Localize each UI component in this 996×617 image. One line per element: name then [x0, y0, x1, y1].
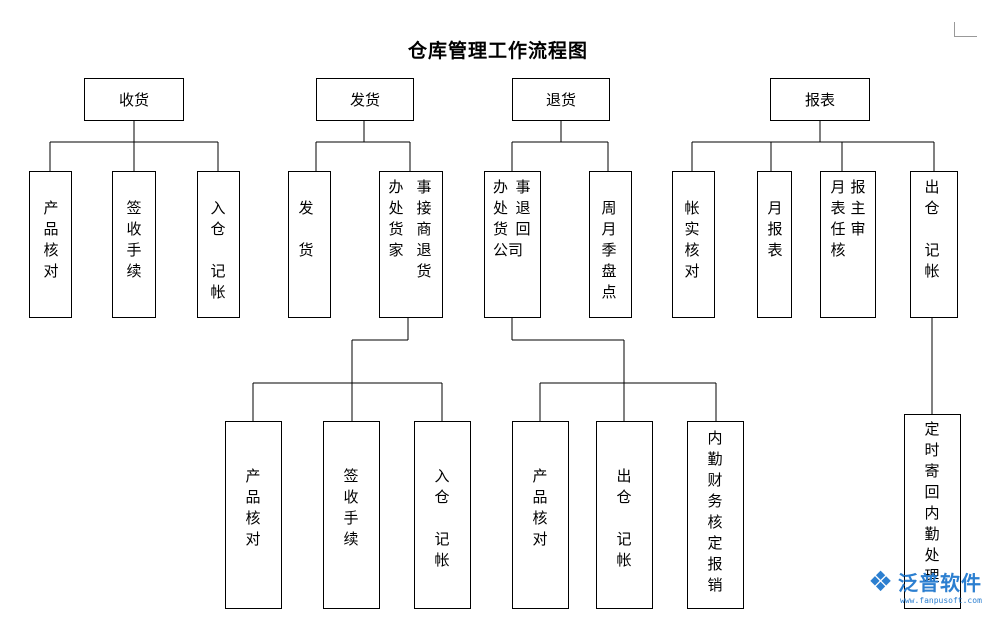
node-return-office-label-right: 事 退 回: [515, 178, 531, 238]
node-receive-label: 收货: [118, 91, 149, 109]
node-sub-warehousing-label: 入 仓 记 帐: [434, 467, 450, 569]
node-receive-warehousing-label: 入 仓 记 帐: [210, 199, 226, 301]
node-ship-office-return-label-left-2: 家: [388, 241, 404, 259]
node-sub-outbound-label: 出 仓 记 帐: [616, 467, 632, 569]
node-return-inventory: 周 月 季 盘 点: [589, 171, 632, 318]
node-report: 报表: [770, 78, 870, 121]
node-sub-warehousing: 入 仓 记 帐: [414, 421, 471, 609]
node-sub-check: 产 品 核 对: [225, 421, 282, 609]
node-receive-warehousing: 入 仓 记 帐: [197, 171, 240, 318]
page-corner-mark: [954, 22, 977, 37]
node-ship-ship-label: 发 货: [298, 199, 314, 259]
node-receive: 收货: [84, 78, 184, 121]
node-sub-mailback-label: 定 时 寄 回 内 勤 处 理: [924, 420, 940, 585]
node-report-outbound-label: 出 仓 记 帐: [924, 178, 940, 280]
node-report-review: 月 表 任 核 报 主 审: [820, 171, 876, 318]
node-report-monthly: 月 报 表: [757, 171, 792, 318]
node-report-label: 报表: [804, 91, 835, 109]
node-return-label: 退货: [545, 91, 576, 109]
node-receive-sign: 签 收 手 续: [112, 171, 156, 318]
node-return-office: 办 处 货 公司 事 退 回: [484, 171, 541, 318]
brand-logo: ❖ 泛普软件 www.fanpusoft.com: [868, 568, 990, 612]
node-sub-finance: 内 勤 财 务 核 定 报 销: [687, 421, 744, 609]
node-report-reconcile-label: 帐 实 核 对: [684, 199, 700, 280]
node-sub-check-2: 产 品 核 对: [512, 421, 569, 609]
node-sub-outbound: 出 仓 记 帐: [596, 421, 653, 609]
node-ship-office-return-label-right: 事 接 商 退 货: [416, 178, 432, 280]
node-sub-sign: 签 收 手 续: [323, 421, 380, 609]
swirl-logo-icon: ❖: [868, 565, 894, 598]
node-ship-office-return-label-left: 办 处 货: [388, 178, 404, 238]
node-receive-check: 产 品 核 对: [29, 171, 72, 318]
brand-url: www.fanpusoft.com: [900, 596, 982, 605]
node-receive-check-label: 产 品 核 对: [43, 199, 59, 280]
node-sub-check-label: 产 品 核 对: [245, 467, 261, 548]
node-report-outbound: 出 仓 记 帐: [910, 171, 958, 318]
node-report-review-label-left: 月 表 任 核: [830, 178, 846, 259]
node-return-office-label-left: 办 处 货 公司: [493, 178, 524, 259]
node-sub-check-2-label: 产 品 核 对: [532, 467, 548, 548]
node-return-inventory-label: 周 月 季 盘 点: [601, 199, 617, 301]
brand-name: 泛普软件: [898, 571, 982, 595]
node-report-reconcile: 帐 实 核 对: [672, 171, 715, 318]
node-ship-office-return: 办 处 货 家 事 接 商 退 货: [379, 171, 443, 318]
node-report-monthly-label: 月 报 表: [767, 199, 783, 259]
node-sub-finance-label: 内 勤 财 务 核 定 报 销: [707, 429, 723, 594]
diagram-title: 仓库管理工作流程图: [407, 40, 588, 62]
node-receive-sign-label: 签 收 手 续: [126, 199, 142, 280]
node-ship: 发货: [316, 78, 414, 121]
node-report-review-label-right: 报 主 审: [850, 178, 866, 238]
node-sub-mailback: 定 时 寄 回 内 勤 处 理: [904, 414, 961, 609]
node-sub-sign-label: 签 收 手 续: [343, 467, 359, 548]
node-ship-label: 发货: [349, 91, 380, 109]
node-ship-ship: 发 货: [288, 171, 331, 318]
node-return: 退货: [512, 78, 610, 121]
